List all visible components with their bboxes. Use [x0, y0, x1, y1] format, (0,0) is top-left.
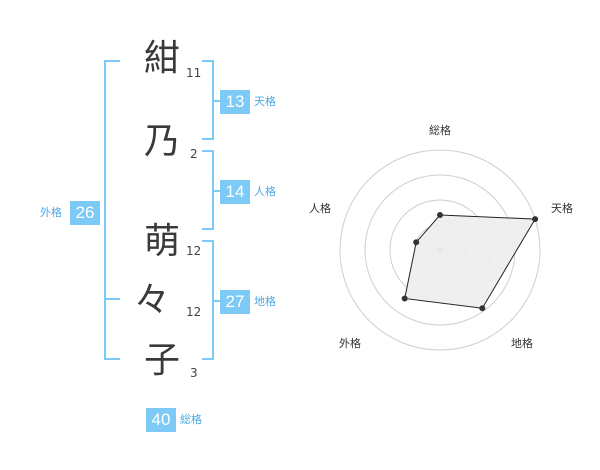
- gaikaku-bracket-line: [104, 60, 106, 360]
- radar-axis-label-soukaku: 総格: [429, 124, 451, 137]
- jinkaku-bracket-top: [202, 150, 214, 152]
- chikaku-bracket-tick: [212, 300, 220, 302]
- jinkaku-badge: 14: [220, 180, 250, 204]
- tenkaku-bracket-top: [202, 60, 214, 62]
- chikaku-bracket-bottom: [202, 358, 214, 360]
- gaikaku-badge: 26: [70, 201, 100, 225]
- gaikaku-bracket-bottom: [104, 358, 120, 360]
- radar-point-5: [413, 239, 420, 246]
- stroke-count-4: 12: [186, 305, 202, 319]
- name-char-1: 紺: [143, 38, 180, 79]
- radar-points: [401, 212, 539, 312]
- radar-axis-label-chikaku: 地格: [511, 337, 533, 350]
- gaikaku-bracket-mid: [104, 298, 120, 300]
- gaikaku-label: 外格: [40, 206, 62, 219]
- soukaku-badge: 40: [146, 408, 176, 432]
- radar-axis-label-gaikaku: 外格: [339, 337, 361, 350]
- radar-point-2: [532, 216, 539, 223]
- radar-axis-label-tenkaku: 天格: [551, 202, 573, 215]
- tenkaku-label: 天格: [254, 95, 276, 108]
- jinkaku-label: 人格: [254, 185, 276, 198]
- fortune-radar-chart: [339, 149, 541, 351]
- stroke-count-2: 2: [190, 147, 198, 161]
- radar-area: [404, 214, 536, 309]
- soukaku-label: 総格: [180, 413, 202, 426]
- radar-point-4: [401, 295, 408, 302]
- stroke-count-1: 11: [186, 66, 202, 80]
- chikaku-badge: 27: [220, 290, 250, 314]
- jinkaku-bracket-tick: [212, 190, 220, 192]
- radar-point-1: [437, 212, 443, 218]
- radar-axis-label-jinkaku: 人格: [309, 202, 331, 215]
- name-char-5: 子: [143, 340, 180, 381]
- tenkaku-bracket-tick: [212, 100, 220, 102]
- name-char-3: 萌: [143, 221, 180, 262]
- jinkaku-bracket-bottom: [202, 228, 214, 230]
- radar-point-3: [479, 305, 486, 312]
- chikaku-label: 地格: [254, 295, 276, 308]
- chikaku-bracket-top: [202, 240, 214, 242]
- radar-ring: [339, 149, 541, 351]
- tenkaku-badge: 13: [220, 90, 250, 114]
- stroke-count-3: 12: [186, 244, 202, 258]
- gaikaku-bracket-top: [104, 60, 120, 62]
- name-char-2: 乃: [143, 121, 180, 162]
- tenkaku-bracket-bottom: [202, 138, 214, 140]
- name-char-4: 々: [133, 280, 170, 321]
- stroke-count-5: 3: [190, 366, 198, 380]
